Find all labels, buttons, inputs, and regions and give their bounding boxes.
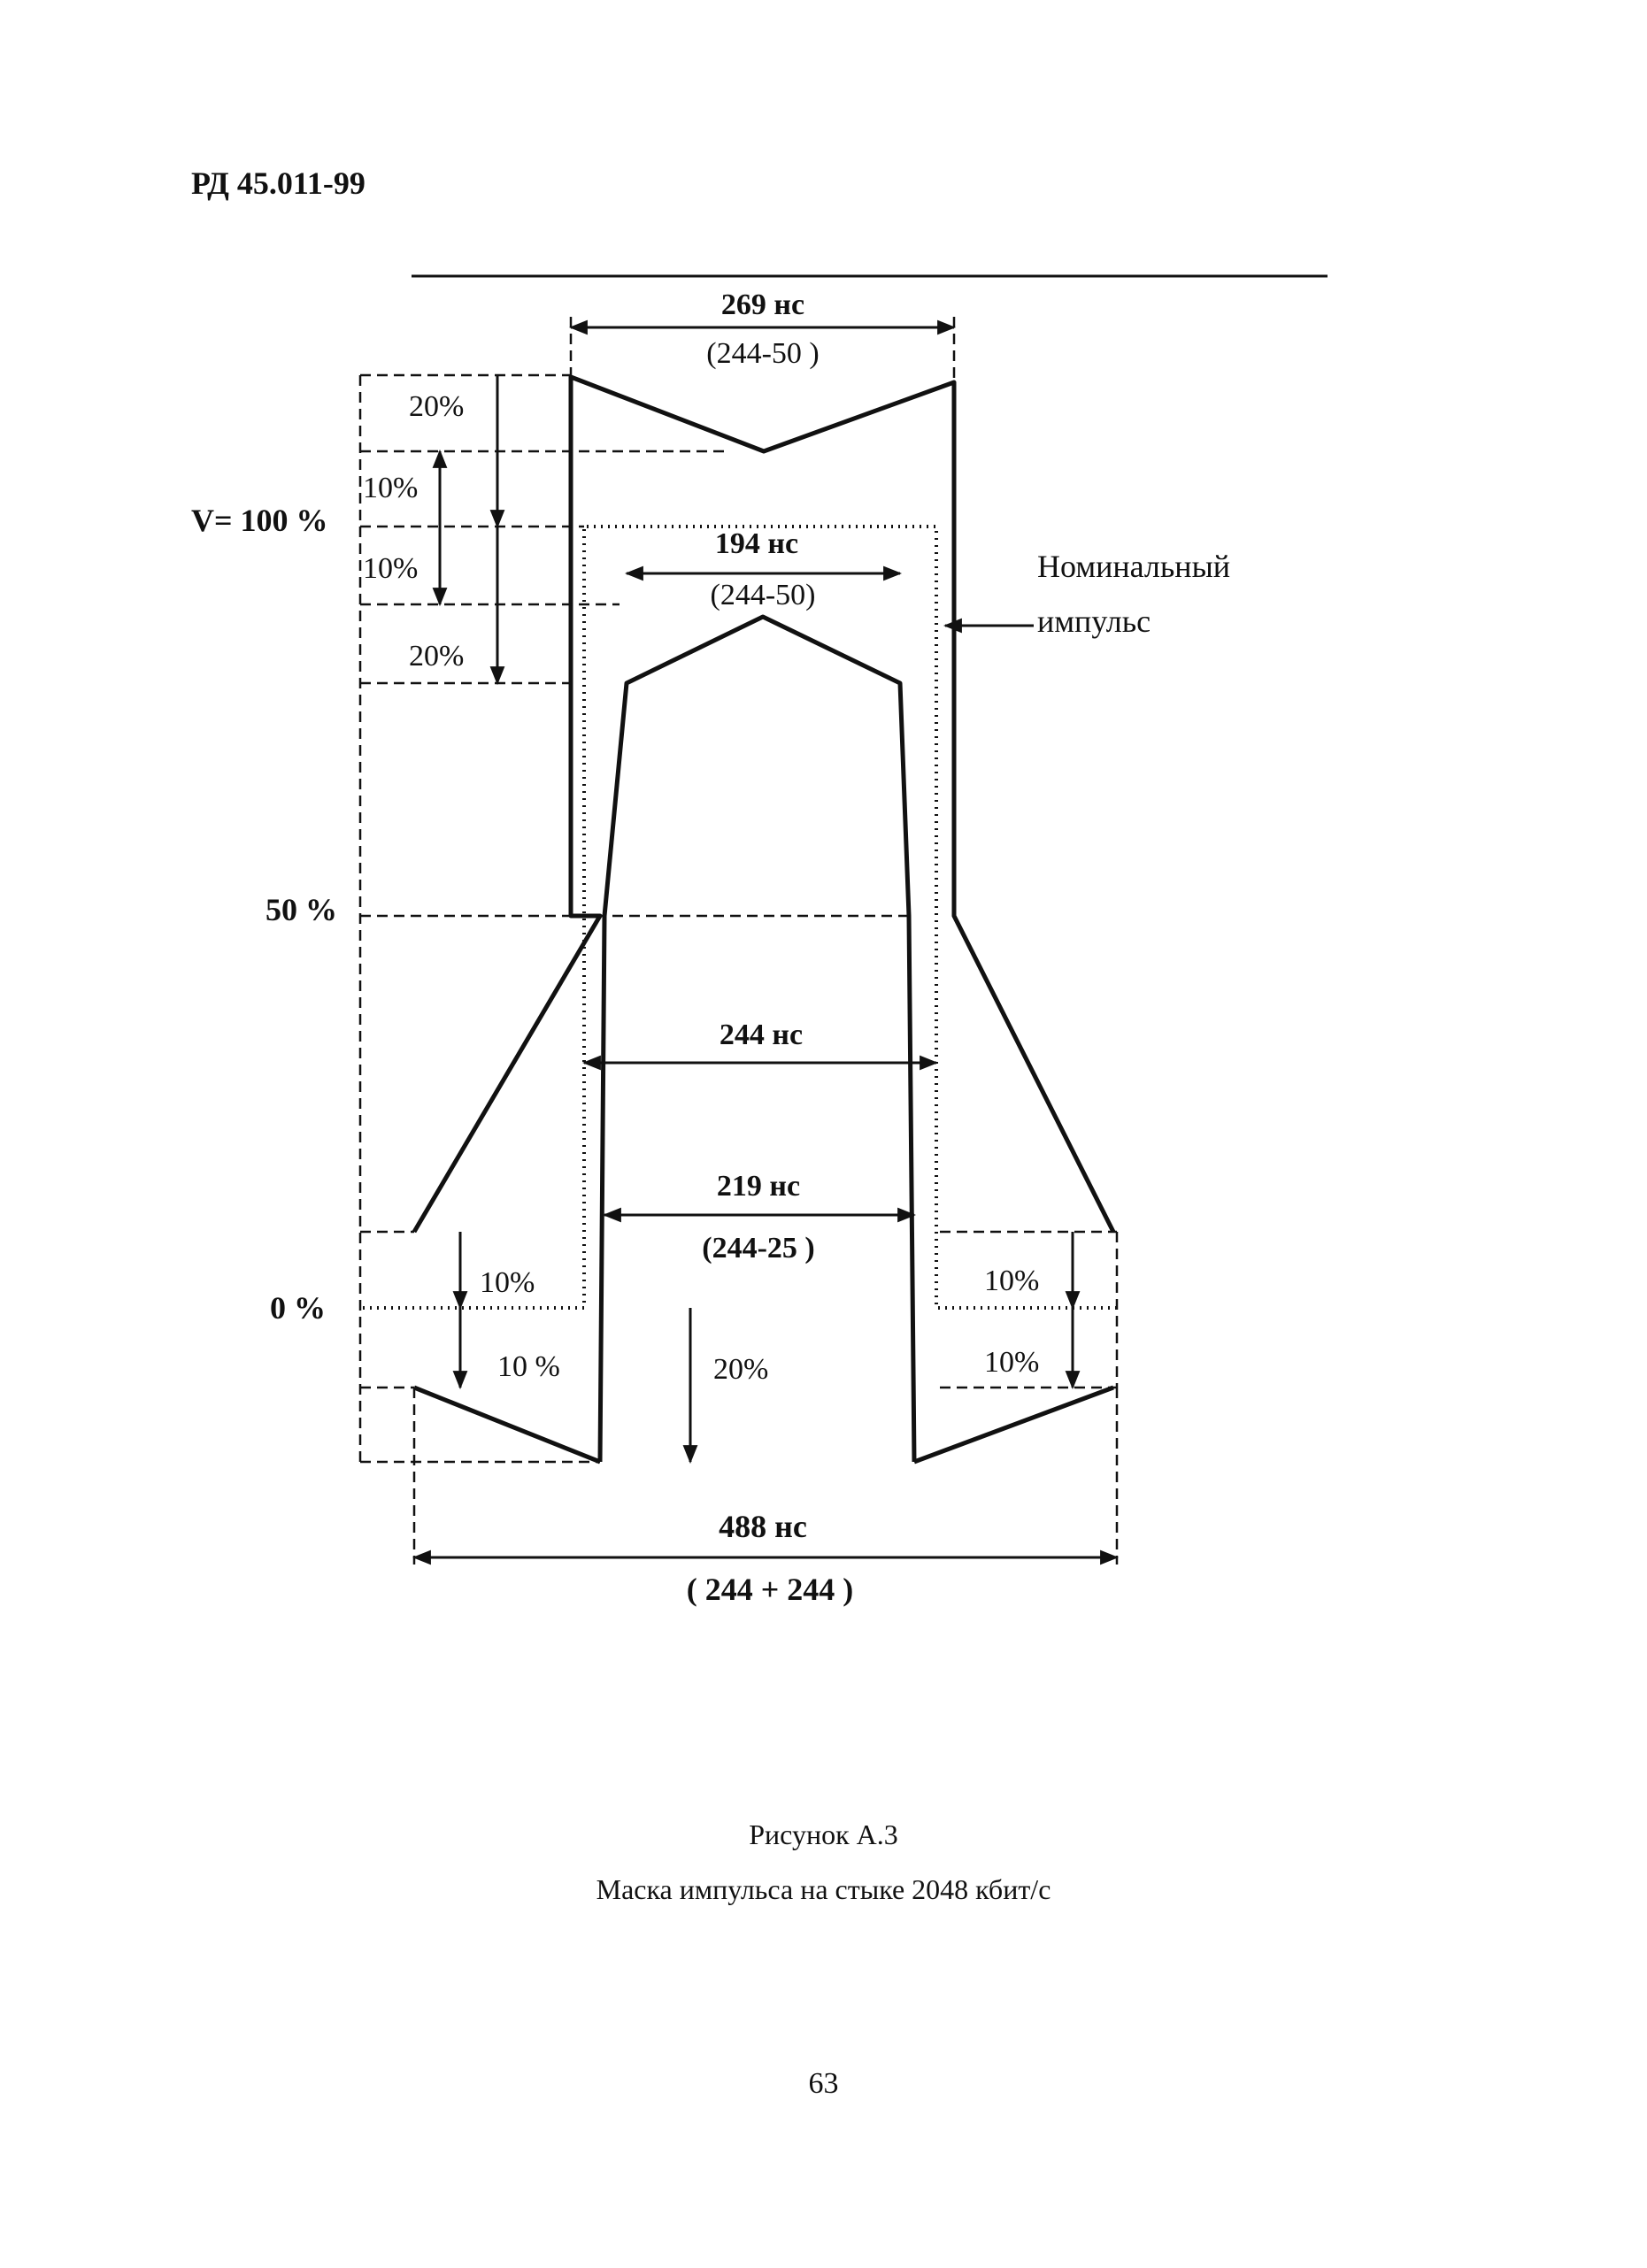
nominal-pulse-label-line1: Номинальный (1037, 549, 1230, 584)
lower-right-slope (913, 1385, 1114, 1465)
level-50-label: 50 % (266, 892, 337, 927)
tolerance-top-mid-upper: 10% (363, 472, 418, 504)
tolerance-left-base-lower: 10 % (497, 1350, 560, 1383)
reference-lines (358, 317, 1119, 1565)
lower-left-slope (413, 1385, 601, 1465)
nominal-width-value: 244 нс (720, 1019, 803, 1051)
nominal-pulse-label-line2: импульс (1037, 604, 1151, 639)
page-number: 63 (808, 2067, 839, 2100)
figure-title: Рисунок А.3 (749, 1818, 898, 1850)
tolerance-top-lower: 20% (409, 640, 464, 673)
inner-bottom-width-formula: (244-25 ) (702, 1232, 814, 1265)
dimension-arrows (412, 319, 1120, 1565)
tolerance-top-mid-lower: 10% (363, 552, 418, 585)
document-code: РД 45.011-99 (191, 165, 366, 201)
tolerance-left-base-upper: 10% (480, 1266, 535, 1299)
top-width-formula: (244-50 ) (706, 337, 819, 370)
level-100-label: V= 100 % (191, 503, 328, 538)
tolerance-top-upper: 20% (409, 390, 464, 423)
tolerance-center-base: 20% (713, 1353, 768, 1386)
inner-top-width-value: 194 нс (715, 527, 798, 560)
inner-top-width-formula: (244-50) (711, 579, 816, 611)
nominal-pulse (363, 525, 1120, 1310)
top-width-value: 269 нс (721, 288, 804, 321)
inner-bottom-width-value: 219 нс (717, 1170, 800, 1203)
level-0-label: 0 % (270, 1290, 326, 1326)
base-width-value: 488 нс (719, 1509, 807, 1544)
figure-caption: Маска импульса на стыке 2048 кбит/с (596, 1873, 1051, 1905)
base-width-formula: ( 244 + 244 ) (687, 1572, 854, 1607)
tolerance-right-base-lower: 10% (984, 1346, 1039, 1379)
upper-mask-outline (412, 374, 1116, 1234)
tolerance-right-base-upper: 10% (984, 1265, 1039, 1297)
